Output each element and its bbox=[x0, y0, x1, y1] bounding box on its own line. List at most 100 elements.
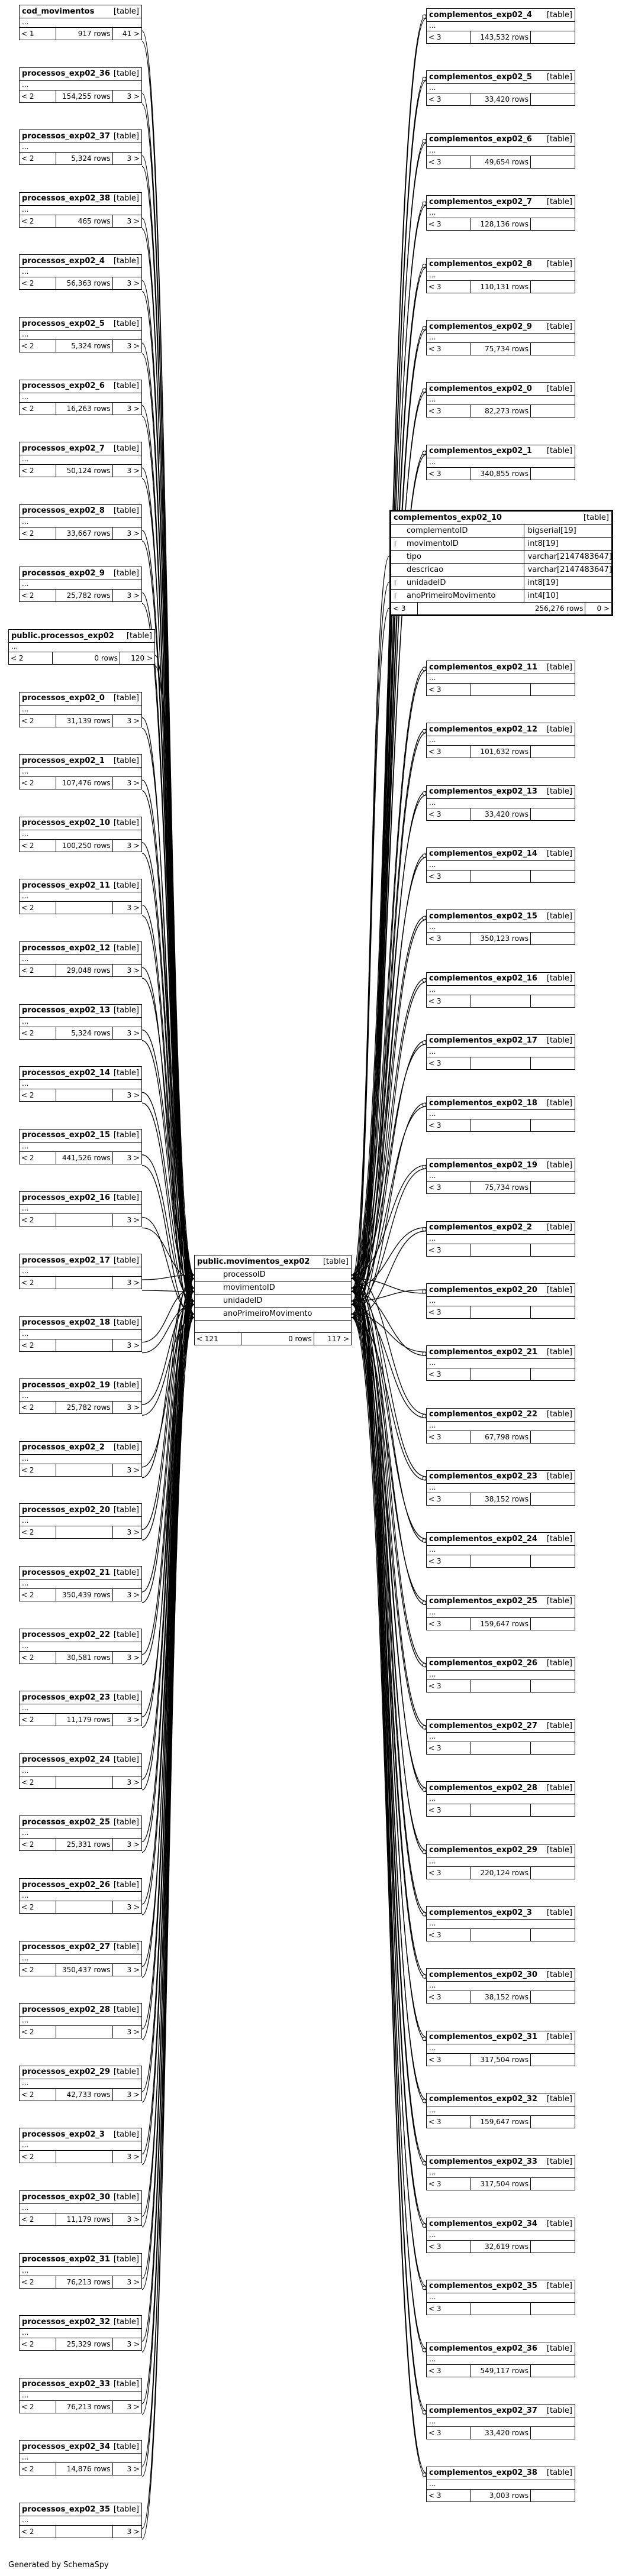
table-name[interactable]: processos_exp02_19 bbox=[22, 1380, 110, 1390]
children-count[interactable]: 3 > bbox=[112, 1776, 141, 1788]
table-public-movimentos-exp02[interactable]: public.movimentos_exp02 [table] processo… bbox=[194, 1255, 352, 1345]
table-name[interactable]: processos_exp02_14 bbox=[22, 1068, 110, 1077]
table-name[interactable]: processos_exp02_23 bbox=[22, 1692, 110, 1702]
table-name[interactable]: complementos_exp02_30 bbox=[429, 1970, 537, 1979]
children-count[interactable]: 3 > bbox=[112, 1589, 141, 1601]
parents-count[interactable]: < 2 bbox=[20, 714, 56, 727]
children-count[interactable]: 3 > bbox=[112, 1089, 141, 1102]
table-name[interactable]: complementos_exp02_1 bbox=[429, 446, 532, 456]
table-name[interactable]: processos_exp02_16 bbox=[22, 1193, 110, 1202]
children-count[interactable]: 3 > bbox=[112, 2026, 141, 2038]
children-count[interactable]: 3 > bbox=[112, 277, 141, 290]
parents-count[interactable]: < 3 bbox=[427, 1182, 471, 1194]
parents-count[interactable]: < 2 bbox=[20, 2088, 56, 2101]
children-count[interactable]: 3 > bbox=[112, 1027, 141, 1039]
parents-count[interactable]: < 3 bbox=[427, 1866, 471, 1879]
table-name[interactable]: complementos_exp02_33 bbox=[429, 2157, 537, 2166]
table-name[interactable]: complementos_exp02_2 bbox=[429, 1223, 532, 1232]
table-name[interactable]: processos_exp02_22 bbox=[22, 1630, 110, 1640]
children-count[interactable]: 3 > bbox=[112, 2526, 141, 2538]
column-row[interactable]: unidadeID bbox=[195, 1295, 351, 1308]
table-name[interactable]: complementos_exp02_11 bbox=[429, 662, 537, 672]
parents-count[interactable]: < 3 bbox=[427, 870, 471, 882]
children-count[interactable]: 120 > bbox=[119, 652, 154, 664]
parents-count[interactable]: < 3 bbox=[427, 933, 471, 945]
parents-count[interactable]: < 2 bbox=[20, 1526, 56, 1539]
parents-count[interactable]: < 3 bbox=[427, 1804, 471, 1817]
parents-count[interactable]: < 2 bbox=[20, 2151, 56, 2163]
parents-count[interactable]: < 2 bbox=[20, 277, 56, 290]
parents-count[interactable]: < 2 bbox=[20, 1214, 56, 1226]
table-name[interactable]: complementos_exp02_14 bbox=[429, 849, 537, 859]
children-count[interactable]: 3 > bbox=[112, 1963, 141, 1976]
table-name[interactable]: processos_exp02_13 bbox=[22, 1006, 110, 1015]
table-complementos-exp02-24[interactable]: complementos_exp02_24[table]...< 3 bbox=[426, 1532, 575, 1568]
table-name[interactable]: processos_exp02_9 bbox=[22, 568, 105, 578]
table-complementos-exp02-26[interactable]: complementos_exp02_26[table]...< 3 bbox=[426, 1656, 575, 1692]
table-name[interactable]: complementos_exp02_36 bbox=[429, 2344, 537, 2353]
parents-count[interactable]: < 3 bbox=[427, 746, 471, 758]
table-name[interactable]: processos_exp02_30 bbox=[22, 2192, 110, 2202]
table-name[interactable]: processos_exp02_24 bbox=[22, 1755, 110, 1765]
table-complementos-exp02-10[interactable]: complementos_exp02_10 [table] complement… bbox=[389, 510, 613, 616]
table-name[interactable]: complementos_exp02_38 bbox=[429, 2468, 537, 2478]
parents-count[interactable]: < 1 bbox=[20, 28, 56, 40]
table-name[interactable]: complementos_exp02_31 bbox=[429, 2033, 537, 2042]
parents-count[interactable]: < 121 bbox=[195, 1333, 242, 1345]
parents-count[interactable]: < 2 bbox=[20, 1402, 56, 1414]
parents-count[interactable]: < 3 bbox=[427, 1057, 471, 1069]
parents-count[interactable]: < 2 bbox=[20, 1714, 56, 1726]
parents-count[interactable]: < 3 bbox=[427, 2115, 471, 2128]
table-name[interactable]: public.processos_exp02 bbox=[11, 631, 114, 640]
children-count[interactable]: 3 > bbox=[112, 153, 141, 165]
parents-count[interactable]: < 2 bbox=[20, 1027, 56, 1039]
parents-count[interactable]: < 3 bbox=[427, 808, 471, 820]
table-name[interactable]: complementos_exp02_18 bbox=[429, 1098, 537, 1108]
table-name[interactable]: processos_exp02_17 bbox=[22, 1255, 110, 1265]
parents-count[interactable]: < 2 bbox=[20, 1089, 56, 1102]
parents-count[interactable]: < 2 bbox=[20, 1464, 56, 1476]
parents-count[interactable]: < 3 bbox=[427, 343, 471, 355]
parents-count[interactable]: < 3 bbox=[427, 1555, 471, 1568]
children-count[interactable]: 3 > bbox=[112, 402, 141, 415]
parents-count[interactable]: < 3 bbox=[427, 1431, 471, 1443]
parents-count[interactable]: < 3 bbox=[427, 2240, 471, 2253]
table-name[interactable]: processos_exp02_10 bbox=[22, 818, 110, 828]
parents-count[interactable]: < 2 bbox=[20, 2338, 56, 2351]
table-name[interactable]: processos_exp02_18 bbox=[22, 1318, 110, 1328]
parents-count[interactable]: < 2 bbox=[20, 777, 56, 789]
table-name[interactable]: complementos_exp02_26 bbox=[429, 1659, 537, 1668]
children-count[interactable]: 3 > bbox=[112, 2151, 141, 2163]
table-name[interactable]: complementos_exp02_5 bbox=[429, 72, 532, 82]
table-name[interactable]: public.movimentos_exp02 bbox=[197, 1257, 310, 1266]
parents-count[interactable]: < 3 bbox=[427, 156, 471, 168]
parents-count[interactable]: < 2 bbox=[20, 465, 56, 477]
parents-count[interactable]: < 2 bbox=[9, 652, 53, 664]
table-name[interactable]: complementos_exp02_6 bbox=[429, 135, 532, 144]
children-count[interactable]: 3 > bbox=[112, 1151, 141, 1164]
